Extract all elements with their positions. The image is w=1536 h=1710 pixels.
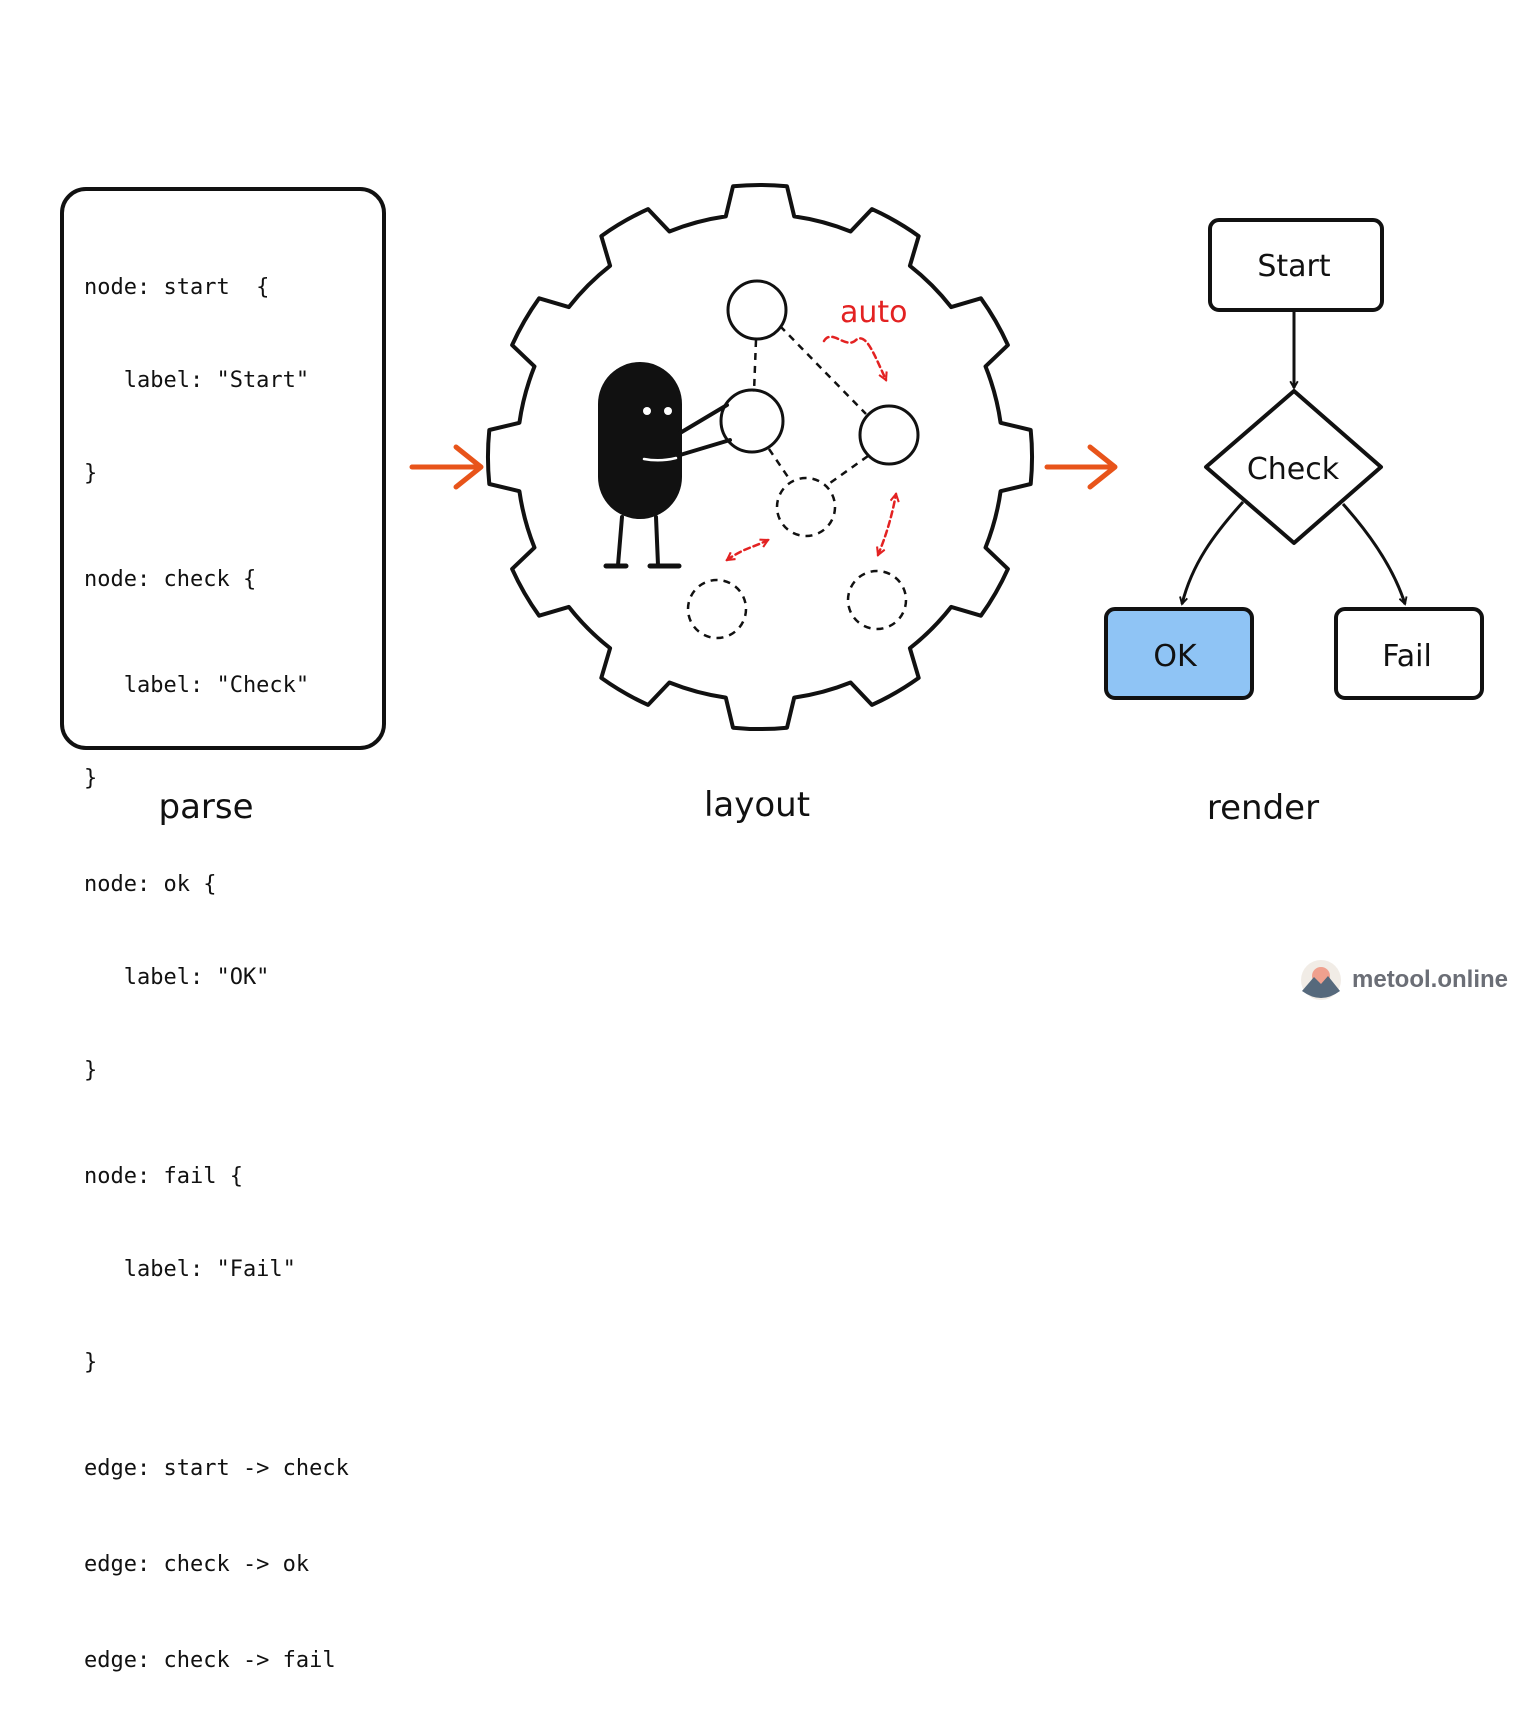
right-arrow-icon xyxy=(409,444,484,490)
code-line: node: start { xyxy=(84,275,270,300)
code-line: edge: start -> check xyxy=(84,1456,349,1481)
code-line: edge: check -> ok xyxy=(84,1552,310,1577)
brand-watermark: metool.online xyxy=(1300,958,1508,1002)
graph-node xyxy=(858,404,920,466)
graph-node xyxy=(726,279,788,341)
brand-name: metool.online xyxy=(1352,966,1508,993)
stage-label-parse: parse xyxy=(158,787,254,827)
code-line: label: "OK" xyxy=(84,965,270,990)
flow-edge xyxy=(1341,503,1405,604)
code-line: node: fail { xyxy=(84,1164,243,1189)
stage-label-render: render xyxy=(1206,788,1320,828)
gear-icon xyxy=(485,182,1035,732)
pipeline-diagram: auto Start Check OK Fail xyxy=(409,182,1484,732)
curly-arrow-icon xyxy=(822,335,886,380)
graph-edge xyxy=(752,339,758,393)
graph-node xyxy=(719,388,785,454)
flow-node-fail xyxy=(1334,607,1484,700)
code-line: } xyxy=(84,766,98,791)
move-arrow-icon xyxy=(878,494,896,555)
auto-annotation: auto xyxy=(840,295,908,330)
graph-node-ghost xyxy=(775,476,837,538)
code-line: edge: check -> fail xyxy=(84,1648,336,1673)
code-line: node: ok { xyxy=(84,872,217,897)
layout-graph xyxy=(686,279,920,640)
code-line: label: "Check" xyxy=(84,673,310,698)
flow-edge xyxy=(1182,500,1245,604)
flow-node-start-label: Start xyxy=(1257,249,1331,284)
code-line: node: check { xyxy=(84,567,257,592)
flow-node-ok-label: OK xyxy=(1153,639,1198,674)
graph-node-ghost xyxy=(686,578,748,640)
graph-node-ghost xyxy=(846,569,908,631)
right-arrow-icon xyxy=(1044,444,1118,490)
graph-edge xyxy=(767,448,792,481)
code-line: } xyxy=(84,1350,98,1375)
stage-label-layout: layout xyxy=(703,785,811,825)
flow-node-start xyxy=(1208,218,1384,312)
flow-node-ok xyxy=(1104,607,1254,700)
code-line: label: "Start" xyxy=(84,368,310,393)
flowchart: Start Check OK Fail xyxy=(1104,218,1484,700)
code-line: label: "Fail" xyxy=(84,1257,296,1282)
mountain-logo-icon xyxy=(1301,960,1341,1000)
code-line: } xyxy=(84,1058,98,1083)
code-panel xyxy=(60,187,386,750)
blob-character-icon xyxy=(598,362,732,569)
flow-node-check-label: Check xyxy=(1247,452,1340,487)
flow-node-check xyxy=(1204,389,1383,545)
move-arrow-icon xyxy=(727,540,768,562)
code-line: } xyxy=(84,461,98,486)
flow-node-fail-label: Fail xyxy=(1382,639,1432,674)
